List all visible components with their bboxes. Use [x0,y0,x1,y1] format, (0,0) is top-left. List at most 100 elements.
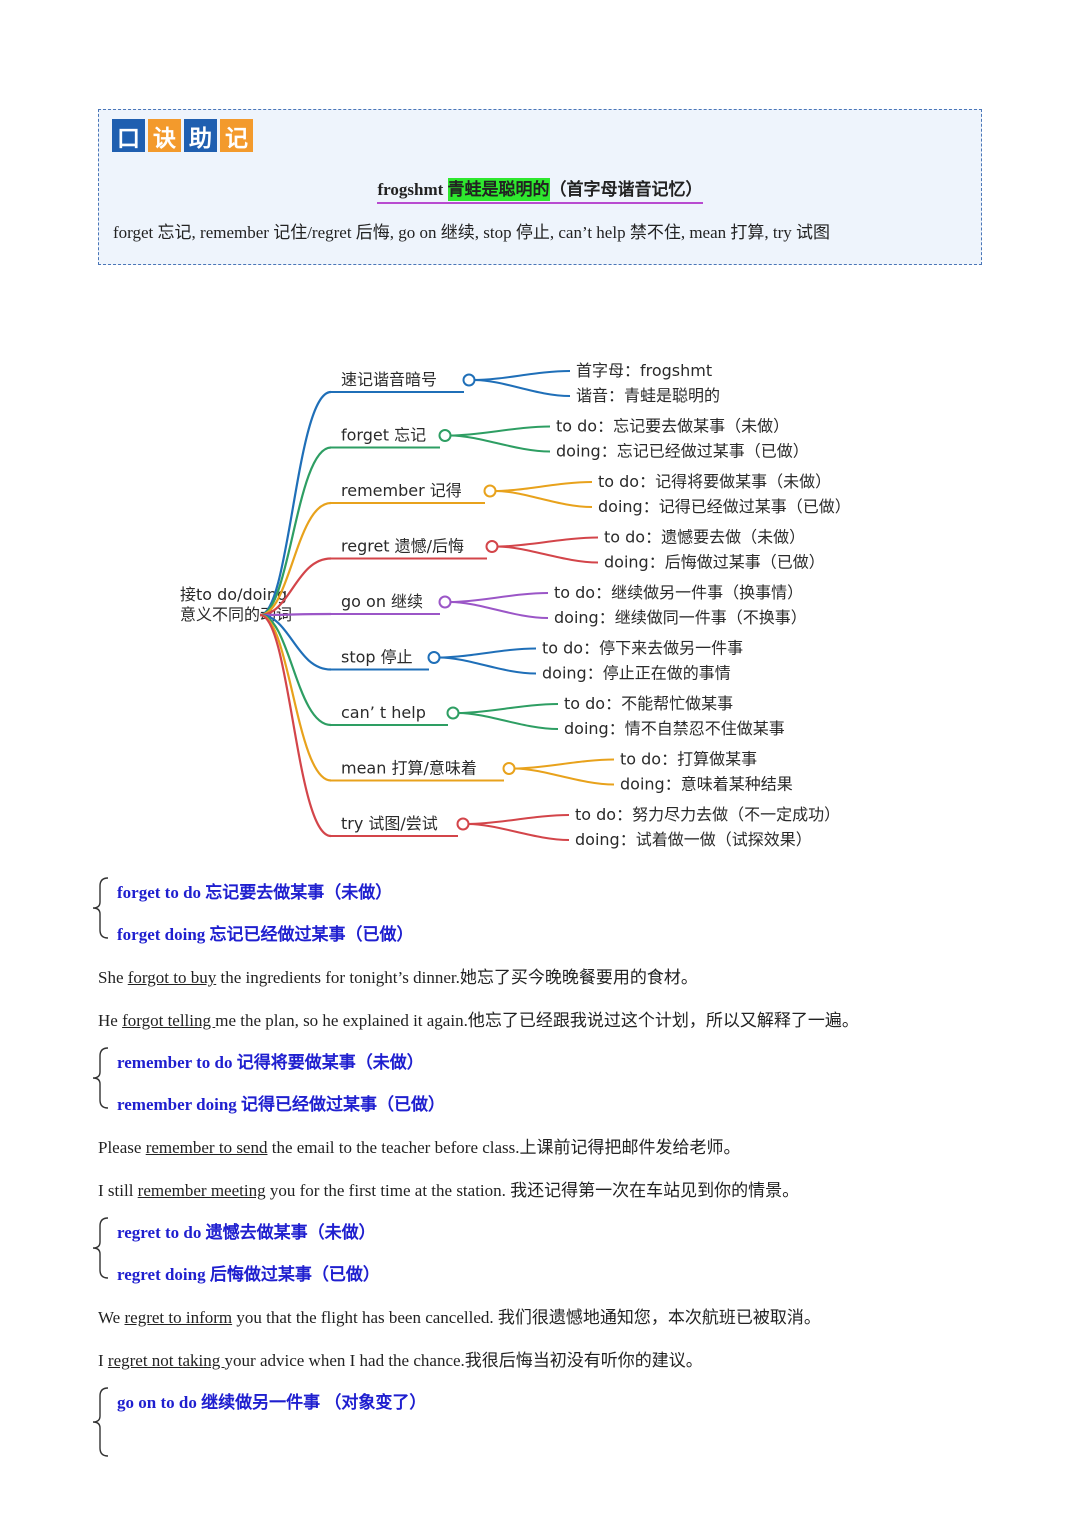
example-1-0: Please remember to send the email to the… [98,1133,741,1158]
mindmap-leaf-line-2-1 [494,490,593,508]
mindmap-branch-label-5: stop 停止 [341,648,413,667]
mindmap-leaf-6-0: to do：不能帮忙做某事 [564,694,733,713]
mindmap-branch-line-8 [259,613,332,838]
example-post: your advice when I had the chance.我很后悔当初… [224,1350,703,1370]
mindmap-leaf-2-0: to do：记得将要做某事（未做） [598,472,831,491]
rule-2-1: regret doing 后悔做过某事（已做） [117,1265,380,1284]
mindmap-node-5 [427,651,441,664]
mindmap-leaf-5-1: doing：停止正在做的事情 [542,664,731,683]
example-pre: We [98,1308,125,1327]
tile-2: 诀 [148,119,181,152]
section-brace-2 [92,1217,109,1279]
tile-1: 口 [112,119,145,152]
mindmap-node-3 [485,540,499,553]
mindmap-leaf-line-5-1 [438,656,537,675]
mindmap-root-line-1: 意义不同的动词 [180,605,292,624]
example-2-0: We regret to inform you that the flight … [98,1303,821,1328]
example-underlined: remember meeting [137,1180,266,1200]
mindmap-leaf-line-6-1 [457,712,559,730]
mindmap-leaf-4-1: doing：继续做同一件事（不换事） [554,608,807,627]
mindmap-leaf-line-8-0 [467,814,570,825]
mindmap-leaf-line-1-0 [449,425,551,437]
rule-0-1: forget doing 忘记已经做过某事（已做） [117,925,414,944]
mindmap-branch-label-1: forget 忘记 [341,426,426,445]
example-post: me the plan, so he explained it again.他忘… [215,1010,859,1030]
mindmap-branch-label-6: can’ t help [341,703,426,722]
example-1-1: I still remember meeting you for the fir… [98,1176,799,1201]
mindmap-leaf-8-0: to do：努力尽力去做（不一定成功） [575,805,840,824]
mindmap-root-line-0: 接to do/doing [180,585,287,604]
tile-3: 助 [184,119,217,152]
rule-3-0: go on to do 继续做另一件事 （对象变了） [117,1393,427,1412]
mind-map: 接to do/doing意义不同的动词速记谐音暗号首字母：frogshmt谐音：… [180,361,851,849]
example-underlined: forgot telling [122,1010,216,1030]
mnemonic-box: 口 诀 助 记 frogshmt 青蛙是聪明的（首字母谐音记忆） forget … [98,109,982,265]
example-underlined: forgot to buy [127,968,217,987]
rule-1-1: remember doing 记得已经做过某事（已做） [117,1095,446,1114]
mindmap-leaf-line-2-0 [494,481,593,492]
mindmap-branch-line-3 [259,557,332,617]
example-underlined: remember to send [145,1138,268,1157]
mindmap-branch-line-0 [259,390,332,617]
mindmap-branch-line-6 [259,613,332,727]
mindmap-leaf-2-1: doing：记得已经做过某事（已做） [598,497,851,516]
mindmap-branch-line-1 [259,446,332,617]
mindmap-leaf-line-4-1 [449,601,549,619]
example-underlined: regret not taking [107,1350,225,1370]
mnemonic-title-en: frogshmt [377,180,444,199]
section-brace-3 [92,1387,109,1457]
mindmap-node-0 [462,373,476,387]
mindmap-leaf-line-8-1 [467,823,570,841]
mindmap-node-8 [456,817,470,831]
mindmap-branch-label-0: 速记谐音暗号 [341,370,437,389]
example-pre: I still [98,1180,138,1200]
mindmap-leaf-3-1: doing：后悔做过某事（已做） [604,553,825,572]
mindmap-leaf-line-7-0 [513,758,615,770]
mindmap-leaf-line-1-1 [449,434,551,453]
example-post: you that the flight has been cancelled. … [232,1308,821,1327]
mindmap-node-2 [483,484,497,498]
mindmap-leaf-7-1: doing：意味着某种结果 [620,775,793,794]
mindmap-node-6 [446,706,460,720]
mnemonic-tiles: 口 诀 助 记 [112,119,253,152]
rule-2-0: regret to do 遗憾去做某事（未做） [117,1223,376,1242]
rule-0-0: forget to do 忘记要去做某事（未做） [117,883,393,902]
section-brace-1 [92,1047,109,1109]
mindmap-node-4 [438,595,452,609]
mindmap-branch-label-4: go on 继续 [341,592,423,611]
example-post: the email to the teacher before class.上课… [267,1138,741,1157]
mnemonic-title-highlight: 青蛙是聪明的 [447,178,550,201]
mindmap-leaf-line-3-0 [496,536,599,548]
mindmap-leaf-line-5-0 [438,647,537,659]
example-pre: He [98,1010,123,1030]
mindmap-leaf-line-6-0 [457,703,559,714]
example-pre: I [98,1350,108,1370]
example-post: you for the first time at the station. 我… [265,1180,800,1200]
mindmap-leaf-line-3-1 [496,545,599,564]
mindmap-branch-label-8: try 试图/尝试 [341,814,438,833]
section-brace-0 [92,877,109,939]
rule-1-0: remember to do 记得将要做某事（未做） [117,1053,424,1072]
mnemonic-title: frogshmt 青蛙是聪明的（首字母谐音记忆） [99,175,981,204]
example-2-1: I regret not taking your advice when I h… [98,1346,703,1371]
mindmap-leaf-4-0: to do：继续做另一件事（换事情） [554,583,803,602]
mindmap-leaf-0-1: 谐音：青蛙是聪明的 [576,386,720,405]
mindmap-leaf-8-1: doing：试着做一做（试探效果） [575,830,812,849]
mindmap-node-7 [502,762,516,775]
mindmap-branch-line-5 [259,613,332,671]
mindmap-branch-line-4 [259,612,332,617]
example-post: the ingredients for tonight’s dinner.她忘了… [216,968,698,987]
mindmap-leaf-3-0: to do：遗憾要去做（未做） [604,528,805,547]
example-pre: Please [98,1138,146,1157]
mindmap-leaf-5-0: to do：停下来去做另一件事 [542,639,743,658]
mindmap-leaf-line-4-0 [449,592,549,603]
mindmap-leaf-1-0: to do：忘记要去做某事（未做） [556,417,789,436]
tile-4: 记 [220,119,253,152]
mindmap-branch-label-2: remember 记得 [341,481,462,500]
mindmap-leaf-1-1: doing：忘记已经做过某事（已做） [556,442,809,461]
example-0-1: He forgot telling me the plan, so he exp… [98,1006,859,1031]
mindmap-node-1 [438,429,452,442]
example-underlined: regret to inform [124,1308,233,1327]
mindmap-leaf-line-0-0 [473,370,571,381]
mindmap-branch-line-2 [259,501,332,617]
